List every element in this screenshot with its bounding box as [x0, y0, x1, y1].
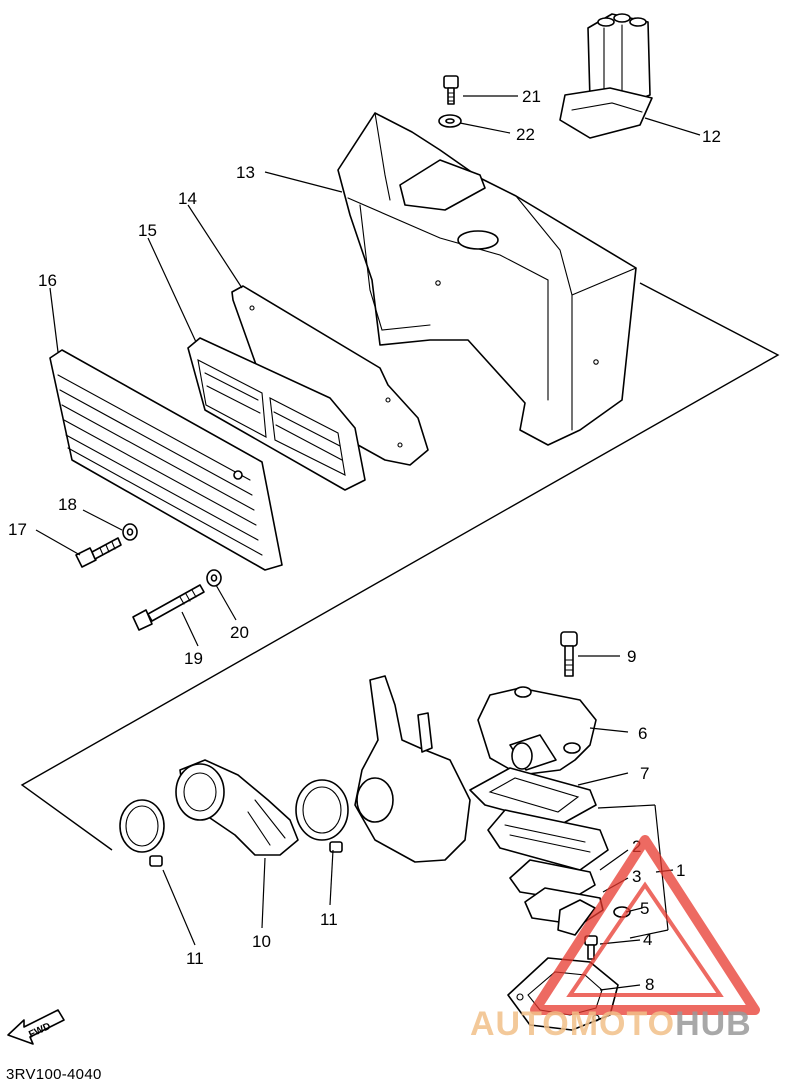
callout-labels: 1 2 3 4 5 6 7 8 9 10 11 11 12 13 14 15 1… — [8, 87, 721, 994]
filter-frame[interactable] — [187, 337, 366, 491]
intake-boot[interactable] — [175, 759, 299, 856]
filter-cover[interactable] — [49, 349, 283, 571]
clamp-right[interactable] — [295, 779, 349, 853]
air-filter-case[interactable] — [337, 112, 637, 446]
washer-20[interactable] — [206, 569, 222, 587]
watermark-logo-icon — [530, 835, 760, 1015]
callout-17: 17 — [8, 520, 27, 539]
callout-3: 3 — [632, 867, 641, 886]
callout-10: 10 — [252, 932, 271, 951]
forward-arrow-icon: FWD — [7, 1009, 65, 1045]
callout-8: 8 — [645, 975, 654, 994]
reed-valve-assembly[interactable] — [487, 809, 609, 936]
bolt-21[interactable] — [443, 75, 459, 105]
callout-19: 19 — [184, 649, 203, 668]
callout-5: 5 — [640, 899, 649, 918]
callout-6: 6 — [638, 724, 647, 743]
callout-22: 22 — [516, 125, 535, 144]
callout-14: 14 — [178, 189, 197, 208]
callout-4: 4 — [643, 930, 652, 949]
leader-lines — [35, 95, 701, 991]
callout-7: 7 — [640, 764, 649, 783]
bolt-19[interactable] — [132, 584, 205, 631]
bolt-17[interactable] — [75, 537, 122, 568]
assembly-frame-lines — [20, 282, 780, 851]
callout-11-left: 11 — [186, 949, 204, 968]
gasket-7[interactable] — [469, 767, 597, 826]
callout-13: 13 — [236, 163, 255, 182]
engine-case-outline — [354, 675, 471, 863]
watermark-brand-left: AUTOMOTO — [470, 1005, 676, 1043]
callout-18: 18 — [58, 495, 77, 514]
watermark-brand: AUTOMOTOHUB — [470, 1005, 752, 1044]
reed-cover[interactable] — [477, 686, 597, 776]
clamp-left[interactable] — [119, 799, 165, 867]
washer-18[interactable] — [122, 523, 138, 541]
callout-9: 9 — [627, 647, 636, 666]
callout-21: 21 — [522, 87, 541, 106]
intake-duct[interactable] — [559, 13, 653, 139]
callout-12: 12 — [702, 127, 721, 146]
washer-22[interactable] — [438, 114, 462, 128]
callout-20: 20 — [230, 623, 249, 642]
diagram-code: 3RV100-4040 — [6, 1066, 102, 1083]
callout-11-right: 11 — [320, 910, 338, 929]
callout-1: 1 — [676, 861, 685, 880]
callout-15: 15 — [138, 221, 157, 240]
watermark-brand-right: HUB — [675, 1005, 752, 1043]
bolt-9[interactable] — [560, 631, 578, 677]
screw-4[interactable] — [584, 935, 598, 960]
callout-16: 16 — [38, 271, 57, 290]
